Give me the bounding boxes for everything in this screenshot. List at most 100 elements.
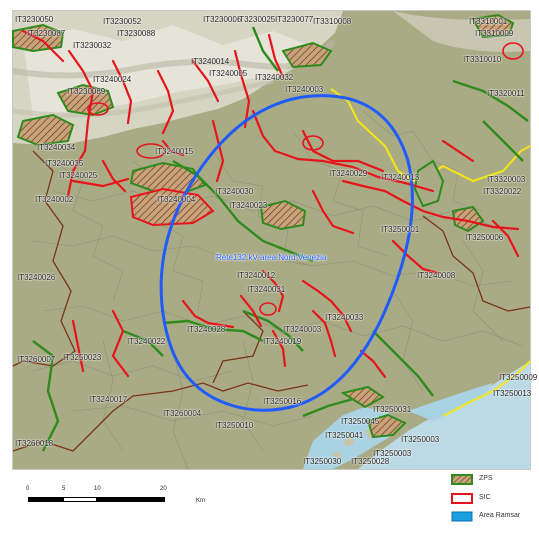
- zps-area: [56, 83, 115, 117]
- site-label: IT3250003: [373, 449, 412, 458]
- site-label: IT3240031: [247, 285, 286, 294]
- site-label: IT3240003: [283, 325, 322, 334]
- sic-swatch-icon: [451, 493, 473, 504]
- sic-rivers: [21, 29, 520, 379]
- site-label: IT3250031: [373, 405, 412, 414]
- site-label: IT3310009: [475, 29, 514, 38]
- site-label: IT3240035: [45, 159, 84, 168]
- relief-ridge: [12, 78, 274, 118]
- site-label: IT3250041: [325, 431, 364, 440]
- zps-area: [451, 205, 485, 233]
- scale-segment: [63, 497, 97, 502]
- zps-area: [471, 13, 515, 39]
- zps-area: [259, 199, 307, 231]
- site-label: IT3250030: [303, 457, 342, 466]
- site-label: IT3250016: [263, 397, 302, 406]
- site-label: IT3230089: [67, 87, 106, 96]
- map-legend: ZPS SIC Area Ramsar: [449, 473, 539, 544]
- zps-area: [366, 413, 407, 439]
- site-label: IT3240003: [285, 85, 324, 94]
- site-label: IT3250023: [63, 353, 102, 362]
- scale-tick-label: 10: [94, 486, 101, 492]
- site-label: IT3230088: [117, 29, 156, 38]
- legend-label: Area Ramsar: [479, 512, 521, 519]
- site-label: IT3250001: [381, 225, 420, 234]
- site-label: IT3230087: [27, 29, 66, 38]
- site-label: IT3250013: [493, 389, 532, 398]
- site-label: IT3240026: [17, 273, 56, 282]
- legend-label: ZPS: [479, 475, 493, 482]
- legend-label: SIC: [479, 494, 491, 501]
- scale-unit: Km: [196, 498, 205, 504]
- zps-area: [340, 385, 385, 409]
- project-area-outline: [159, 94, 414, 412]
- site-label: IT3260007: [17, 355, 56, 364]
- sic-areas: [87, 42, 524, 316]
- site-label: IT3260004: [163, 409, 202, 418]
- site-label: IT3230052: [103, 17, 142, 26]
- site-label: IT3230050: [15, 15, 54, 24]
- site-label: IT3240028: [187, 325, 226, 334]
- lagoon-area: [408, 383, 493, 421]
- site-label: IT3240012: [237, 271, 276, 280]
- site-label: IT3320011: [487, 89, 525, 98]
- site-label: IT3260018: [15, 439, 54, 448]
- site-label: IT3310001: [469, 17, 508, 26]
- ramsar-swatch-icon: [451, 511, 473, 522]
- site-label: IT3240034: [37, 143, 76, 152]
- site-label: IT3240002: [35, 195, 74, 204]
- site-label: IT3230006: [203, 15, 242, 24]
- zps-area: [281, 41, 333, 69]
- site-label: IT3320003: [487, 175, 526, 184]
- site-label: IT3320022: [483, 187, 522, 196]
- legend-item-ramsar: Area Ramsar: [449, 510, 539, 524]
- site-label: IT3240033: [325, 313, 364, 322]
- province-borders: [12, 150, 531, 452]
- site-label: IT3240022: [127, 337, 166, 346]
- site-label: IT3310008: [313, 17, 352, 26]
- site-label: IT3240029: [329, 169, 368, 178]
- zps-area: [129, 187, 215, 227]
- lagoon-islands: [331, 427, 377, 459]
- legend-item-zps: ZPS: [449, 473, 539, 487]
- site-label: IT3250045: [341, 417, 380, 426]
- site-label: IT3240024: [93, 75, 132, 84]
- site-label: IT3230032: [73, 41, 112, 50]
- site-label: IT3250003: [401, 435, 440, 444]
- zps-areas: [12, 13, 515, 439]
- site-label: IT3240005: [209, 69, 248, 78]
- map-canvas: [12, 11, 531, 470]
- project-area-label: Rete132 kV area Nord Venezia: [216, 253, 327, 262]
- zps-area: [413, 159, 445, 208]
- site-label: IT3240025: [59, 171, 98, 180]
- site-label: IT3250010: [215, 421, 254, 430]
- legend-item-sic: SIC: [449, 492, 539, 506]
- map-view[interactable]: IT3230050 IT3230052 IT3230087 IT3230032 …: [12, 10, 537, 470]
- zps-area: [16, 113, 75, 147]
- zps-area: [129, 161, 207, 195]
- site-label: IT3310010: [463, 55, 502, 64]
- site-label: IT3240014: [191, 57, 230, 66]
- site-label: IT3240004: [157, 195, 196, 204]
- site-label: IT3240023: [229, 201, 268, 210]
- site-label: IT3230077: [275, 15, 314, 24]
- scale-tick-label: 0: [26, 486, 30, 492]
- scale-segment: [28, 497, 63, 502]
- zps-swatch-icon: [451, 474, 473, 485]
- regional-border: [442, 360, 531, 417]
- site-label: IT3250009: [499, 373, 538, 382]
- site-label: IT3240017: [89, 395, 128, 404]
- scale-bar: 0 5 10 20 Km: [26, 486, 226, 526]
- scale-tick-label: 20: [160, 486, 167, 492]
- site-label: IT3240013: [381, 173, 420, 182]
- site-label: IT3240030: [215, 187, 254, 196]
- scale-tick-label: 5: [62, 486, 66, 492]
- site-label: IT3240015: [155, 147, 194, 156]
- scale-segment: [97, 497, 165, 502]
- site-label: IT3240032: [255, 73, 294, 82]
- site-label: IT3250006: [465, 233, 504, 242]
- site-label: IT3240008: [417, 271, 456, 280]
- site-label: IT3250028: [351, 457, 390, 466]
- site-label: IT3230025: [237, 15, 276, 24]
- site-label: IT3240019: [263, 337, 302, 346]
